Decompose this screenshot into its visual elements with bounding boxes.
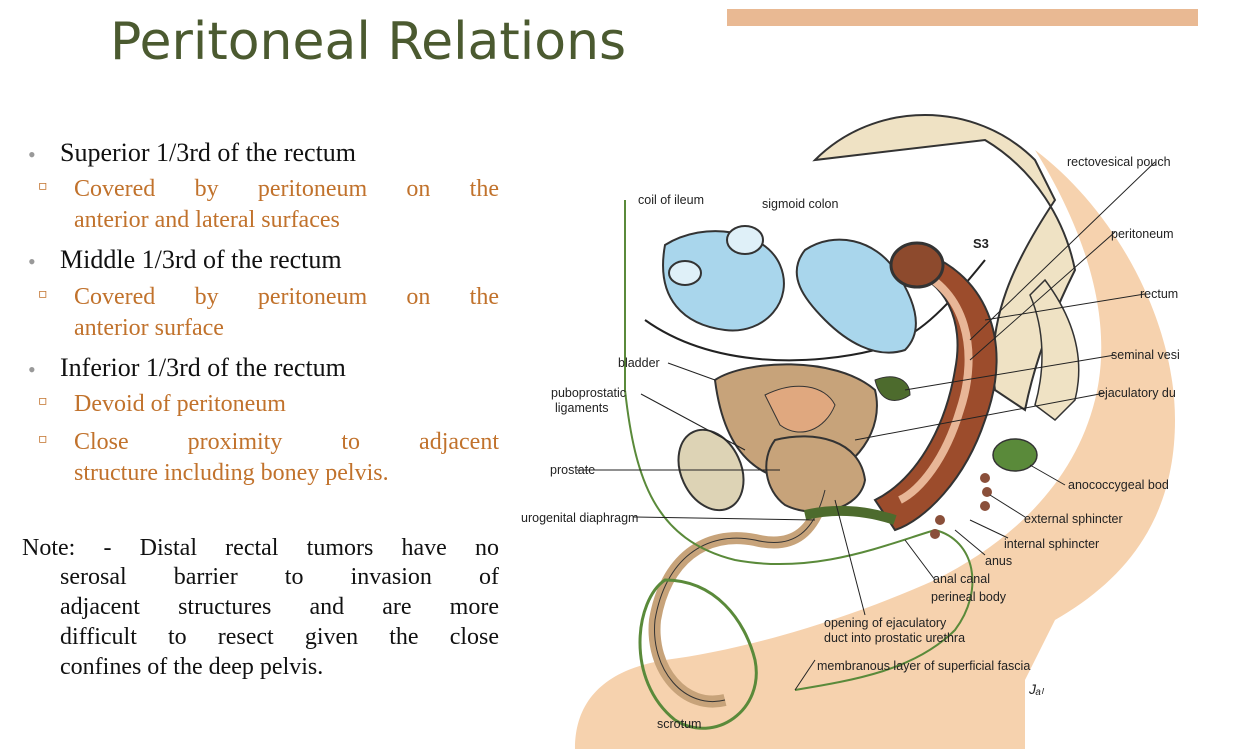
label-ejaculatory-duct: ejaculatory du (1098, 386, 1176, 400)
label-rectum: rectum (1140, 287, 1178, 301)
square-bullet-icon: ▫ (38, 393, 48, 409)
perineum-skin (575, 150, 1175, 749)
slide-title: Peritoneal Relations (110, 12, 627, 72)
seminal-vesicle (874, 376, 911, 401)
title-accent-bar (727, 9, 1198, 26)
bladder-lining (764, 385, 836, 433)
sphincter-bead (980, 473, 990, 483)
superficial-fascia (624, 200, 974, 691)
square-bullet-icon: ▫ (38, 286, 48, 302)
urethra-outline (654, 489, 826, 702)
label-anus: anus (985, 554, 1012, 568)
label-prostate: prostate (550, 463, 595, 477)
label-membranous-layer: membranous layer of superficial fascia (817, 659, 1030, 673)
label-opening-2: duct into prostatic urethra (824, 631, 965, 645)
subbullet-middle-1: ▫ Covered by peritoneum on the (38, 284, 499, 310)
subbullet-middle-2: anterior surface (74, 315, 224, 341)
subbullet-inferior-2: ▫ Close proximity to adjacent (38, 429, 499, 455)
label-rectovesical-pouch: rectovesical pouch (1067, 155, 1171, 169)
note-line-3: adjacent structures and are more (60, 594, 499, 620)
urogenital-diaphragm (803, 505, 897, 525)
label-puboprostatic-1: puboprostatic (551, 386, 626, 400)
illustrator-signature: Jₐₗ (1028, 681, 1045, 697)
peritoneum-line (644, 259, 986, 362)
bullet-dot: • (28, 357, 36, 382)
bullet-list: • Superior 1/3rd of the rectum ▫ Covered… (0, 0, 520, 749)
bullet-middle: • Middle 1/3rd of the rectum (28, 245, 342, 274)
sigmoid-colon-section (889, 241, 945, 289)
pelvis-anatomy-figure: coil of ileum sigmoid colon rectovesical… (515, 60, 1205, 749)
sphincter-bead (930, 529, 940, 539)
sphincter-bead (982, 487, 992, 497)
square-bullet-icon: ▫ (38, 431, 48, 447)
subbullet-inferior-3: structure including boney pelvis. (74, 460, 389, 486)
label-puboprostatic-2: ligaments (555, 401, 609, 415)
leader-lines (577, 161, 1156, 691)
note-line-4: difficult to resect given the close (60, 624, 499, 650)
rectum-lumen (898, 266, 973, 504)
label-external-sphincter: external sphincter (1024, 512, 1123, 526)
square-bullet-icon: ▫ (38, 178, 48, 194)
subbullet-inferior-1: ▫ Devoid of peritoneum (38, 391, 286, 417)
label-scrotum: scrotum (657, 717, 701, 731)
note-line-2: serosal barrier to invasion of (60, 564, 499, 590)
scrotum-shape (638, 578, 758, 730)
sphincter-bead (980, 501, 990, 511)
bullet-dot: • (28, 142, 36, 167)
label-peritoneum: peritoneum (1111, 227, 1174, 241)
label-anal-canal: anal canal (933, 572, 990, 586)
label-s3: S3 (973, 236, 989, 251)
anatomy-illustration: coil of ileum sigmoid colon rectovesical… (521, 114, 1180, 749)
label-perineal-body: perineal body (931, 590, 1007, 604)
note-line-1: Note: - Distal rectal tumors have no (22, 535, 499, 561)
subbullet-superior-2: anterior and lateral surfaces (74, 207, 340, 233)
label-sigmoid-colon: sigmoid colon (762, 197, 838, 211)
label-seminal-vesicle: seminal vesi (1111, 348, 1180, 362)
ileum-section (668, 260, 702, 286)
coccyx (1029, 278, 1080, 421)
anococcygeal-body (992, 438, 1038, 472)
note-line-5: confines of the deep pelvis. (60, 654, 324, 680)
bullet-inferior: • Inferior 1/3rd of the rectum (28, 353, 346, 382)
label-urogenital-diaphragm: urogenital diaphragm (521, 511, 638, 525)
label-internal-sphincter: internal sphincter (1004, 537, 1099, 551)
sphincter-bead (935, 515, 945, 525)
label-anococcygeal-body: anococcygeal bod (1068, 478, 1169, 492)
label-coil-of-ileum: coil of ileum (638, 193, 704, 207)
ileum-shape (662, 230, 785, 332)
subbullet-superior-1: ▫ Covered by peritoneum on the (38, 176, 499, 202)
ileum-section (726, 225, 764, 255)
bullet-dot: • (28, 249, 36, 274)
bullet-superior: • Superior 1/3rd of the rectum (28, 138, 357, 167)
sigmoid-colon-shape (795, 238, 917, 354)
label-opening-1: opening of ejaculatory (824, 616, 947, 630)
label-bladder: bladder (618, 356, 660, 370)
prostate-shape (765, 435, 867, 513)
